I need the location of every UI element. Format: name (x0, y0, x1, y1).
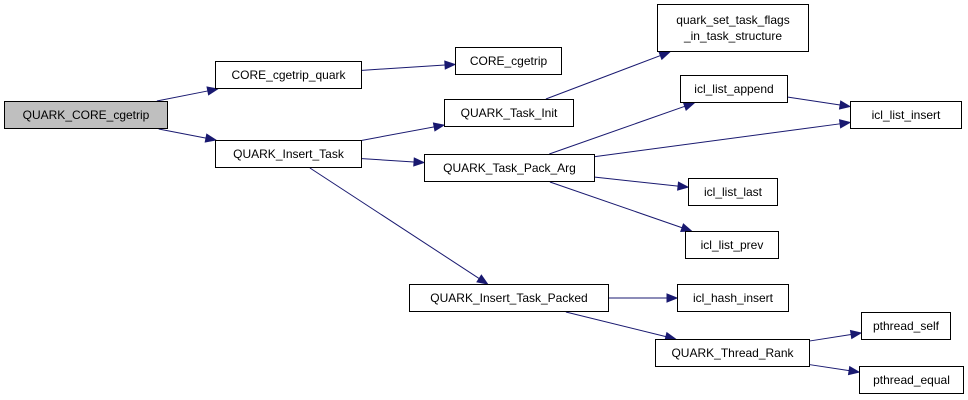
arrowhead-quark_task_pack_arg-to-icl_list_last (677, 181, 690, 191)
arrowhead-quark_task_init-to-quark_set_task_flags (658, 51, 672, 61)
arrowhead-quark_insert_task_packed-to-icl_hash_insert (666, 293, 679, 303)
edge-quark_task_pack_arg-to-icl_list_prev (549, 181, 683, 229)
arrowhead-quark_insert_task-to-quark_task_init (432, 122, 446, 132)
arrowhead-quark_thread_rank-to-pthread_self (849, 329, 863, 340)
node-icl-hash-insert[interactable]: icl_hash_insert (677, 284, 789, 312)
node-core-cgetrip[interactable]: CORE_cgetrip (455, 47, 562, 75)
node-quark-core-cgetrip: QUARK_CORE_cgetrip (4, 101, 168, 129)
arrowhead-quark_task_pack_arg-to-icl_list_insert (838, 119, 852, 129)
node-pthread-self[interactable]: pthread_self (861, 312, 951, 340)
edge-root-to-core_cgetrip_quark (156, 90, 208, 102)
edge-icl_list_append-to-icl_list_insert (787, 96, 841, 106)
edge-core_cgetrip_quark-to-core_cgetrip (361, 64, 446, 71)
edge-quark_task_init-to-quark_set_task_flags (545, 55, 661, 100)
arrowhead-quark_insert_task-to-quark_task_pack_arg (413, 157, 426, 167)
edge-quark_thread_rank-to-pthread_equal (809, 364, 850, 372)
edge-quark_task_pack_arg-to-icl_list_insert (594, 123, 841, 158)
edge-quark_insert_task-to-quark_insert_task_packed (309, 167, 480, 279)
node-pthread-equal[interactable]: pthread_equal (859, 366, 964, 394)
node-quark-insert-task-packed[interactable]: QUARK_Insert_Task_Packed (409, 284, 609, 312)
edge-quark_insert_task-to-quark_task_pack_arg (361, 158, 415, 163)
arrowhead-quark_insert_task-to-quark_insert_task_packed (476, 274, 489, 285)
arrowhead-root-to-core_cgetrip_quark (206, 86, 219, 96)
edge-quark_task_pack_arg-to-icl_list_last (594, 176, 679, 187)
node-core-cgetrip-quark[interactable]: CORE_cgetrip_quark (215, 61, 362, 89)
arrowhead-quark_task_pack_arg-to-icl_list_append (682, 102, 696, 111)
edge-quark_insert_task-to-quark_task_init (361, 126, 435, 141)
node-quark-set-task-flags-in-task-structure[interactable]: quark_set_task_flags _in_task_structure (657, 4, 809, 52)
node-quark-task-init[interactable]: QUARK_Task_Init (444, 99, 574, 127)
edge-quark_task_pack_arg-to-icl_list_append (549, 105, 685, 155)
arrowhead-core_cgetrip_quark-to-core_cgetrip (444, 60, 457, 70)
node-quark-insert-task[interactable]: QUARK_Insert_Task (215, 140, 362, 168)
arrowhead-icl_list_append-to-icl_list_insert (838, 100, 852, 110)
node-icl-list-prev[interactable]: icl_list_prev (685, 231, 779, 259)
node-icl-list-append[interactable]: icl_list_append (680, 75, 788, 103)
edge-root-to-quark_insert_task (158, 128, 207, 139)
node-quark-task-pack-arg[interactable]: QUARK_Task_Pack_Arg (424, 154, 595, 182)
node-icl-list-last[interactable]: icl_list_last (688, 178, 778, 206)
node-quark-thread-rank[interactable]: QUARK_Thread_Rank (655, 339, 810, 367)
arrowhead-quark_thread_rank-to-pthread_equal (847, 365, 861, 376)
edge-layer (156, 51, 863, 376)
node-icl-list-insert[interactable]: icl_list_insert (850, 101, 962, 129)
edge-quark_insert_task_packed-to-quark_thread_rank (565, 311, 667, 338)
edge-quark_thread_rank-to-pthread_self (809, 334, 852, 342)
arrowhead-root-to-quark_insert_task (204, 133, 218, 143)
